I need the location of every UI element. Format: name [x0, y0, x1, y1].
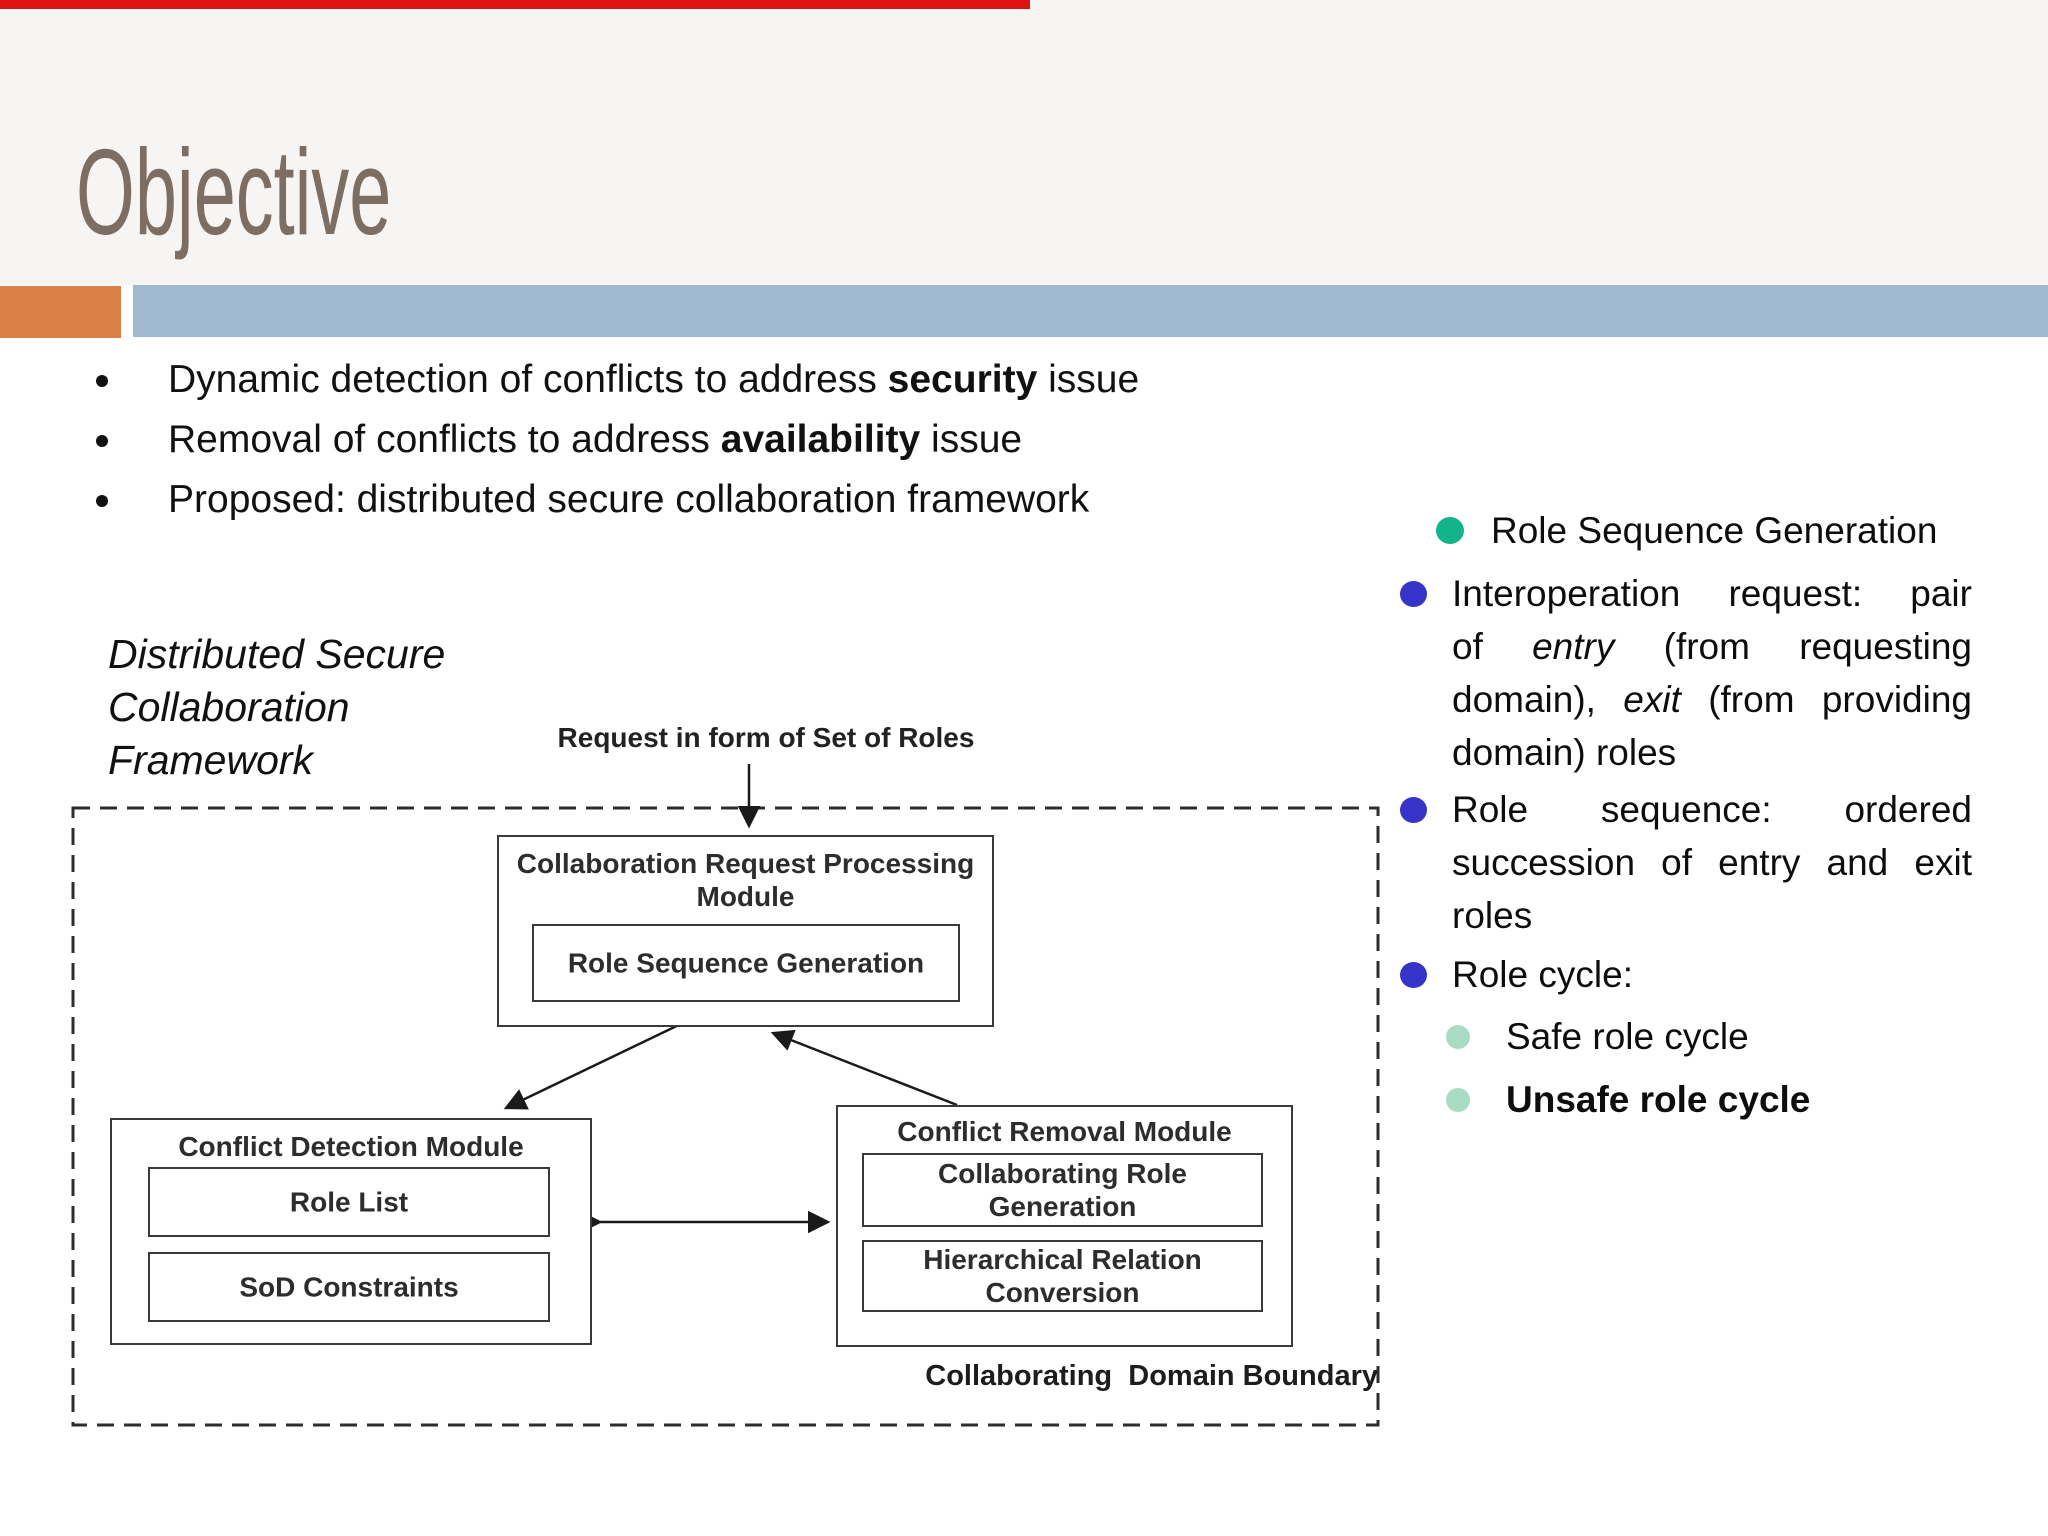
collaborating-role-generation-label: Collaborating Role Generation	[938, 1158, 1187, 1222]
list-bullet-dot	[1436, 517, 1464, 544]
collaborating-role-generation-box: Collaborating Role Generation	[862, 1153, 1263, 1227]
list-item-text: Role Sequence Generation	[1491, 510, 1938, 551]
header-background	[0, 0, 2048, 285]
list-item: Role cycle:	[1392, 948, 2012, 1001]
list-item: Role Sequence Generation	[1392, 504, 2012, 557]
bullet-dot	[96, 495, 108, 507]
hierarchical-relation-conversion-box: Hierarchical Relation Conversion	[862, 1240, 1263, 1312]
list-item-text: Unsafe role cycle	[1506, 1079, 1811, 1120]
list-item-text: Safe role cycle	[1506, 1016, 1749, 1057]
list-bullet-dot	[1400, 962, 1427, 988]
bullet-item: Dynamic detection of conflicts to addres…	[88, 350, 1368, 410]
list-item: Safe role cycle	[1392, 1010, 2012, 1063]
collaborating-domain-boundary-label: Collaborating Domain Boundary	[925, 1360, 1378, 1392]
accent-blue-band	[133, 285, 2048, 337]
list-bullet-dot	[1446, 1025, 1470, 1049]
arrow-removal-to-top	[770, 1029, 958, 1107]
conflict-detection-module-label: Conflict Detection Module	[178, 1131, 524, 1162]
role-list-box: Role List	[148, 1167, 550, 1237]
sod-constraints-box: SoD Constraints	[148, 1252, 550, 1322]
list-bullet-dot	[1400, 797, 1427, 823]
bullet-dot	[96, 435, 108, 447]
arrow-top-to-detection	[503, 1019, 688, 1110]
list-bullet-dot	[1400, 581, 1427, 607]
bullet-item: Removal of conflicts to address availabi…	[88, 410, 1368, 470]
role-sequence-generation-box: Role Sequence Generation	[532, 924, 960, 1002]
conflict-removal-module-label: Conflict Removal Module	[897, 1116, 1232, 1147]
role-sequence-generation-label: Role Sequence Generation	[567, 947, 925, 979]
role-list-label: Role List	[289, 1186, 409, 1218]
accent-orange-block	[0, 286, 121, 338]
caption-line: Distributed Secure	[108, 631, 446, 677]
hierarchical-relation-conversion-label: Hierarchical Relation Conversion	[923, 1244, 1202, 1308]
sod-constraints-label: SoD Constraints	[239, 1271, 459, 1303]
request-label: Request in form of Set of Roles	[557, 722, 975, 753]
collaboration-request-processing-module-label: Collaboration Request Processing Module	[516, 848, 975, 912]
list-item: Unsafe role cycle	[1392, 1073, 2012, 1126]
caption-line: Collaboration	[108, 684, 350, 730]
list-bullet-dot	[1446, 1088, 1470, 1112]
list-item-text: Role cycle:	[1452, 954, 1633, 995]
top-red-bar	[0, 0, 1030, 9]
page-title: Objective	[76, 124, 392, 260]
bullet-item: Proposed: distributed secure collaborati…	[88, 470, 1368, 530]
caption-line: Framework	[108, 737, 314, 783]
bullet-dot	[96, 375, 108, 387]
bullet-list: Dynamic detection of conflicts to addres…	[88, 350, 1368, 530]
diagram-caption: Distributed Secure Collaboration Framewo…	[108, 628, 445, 787]
